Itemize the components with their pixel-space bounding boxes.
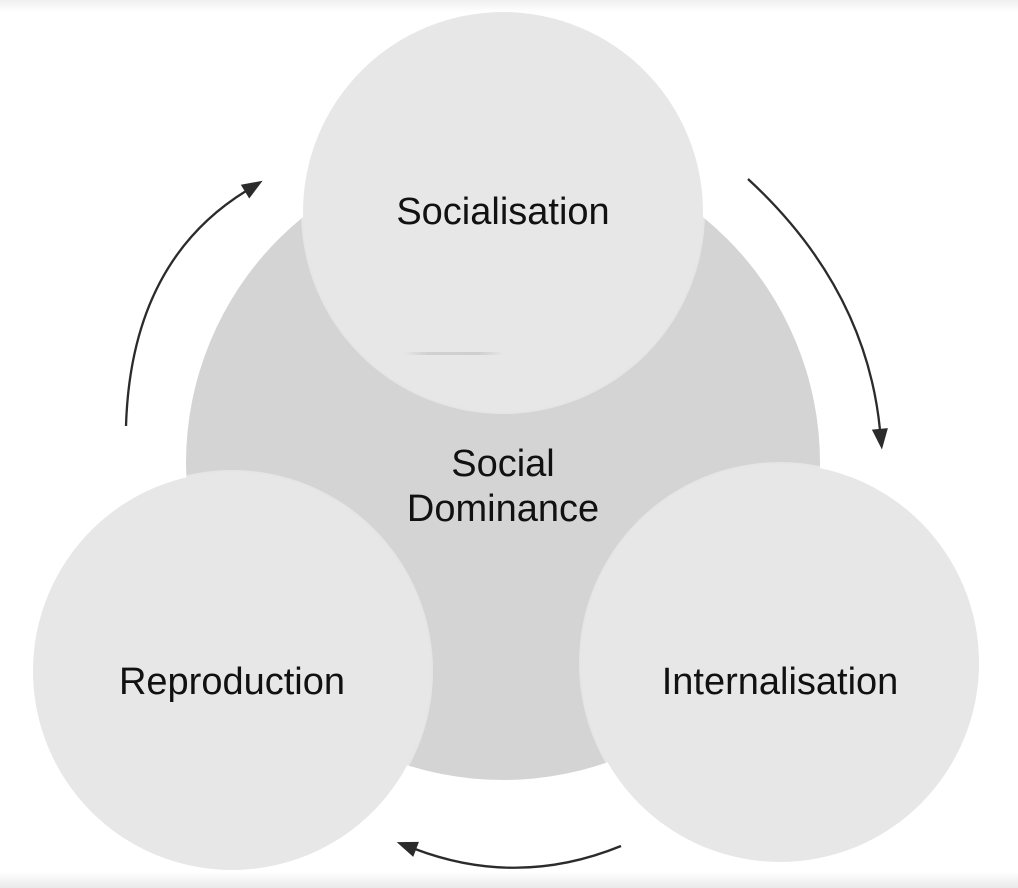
social-dominance-label-line1: Social bbox=[451, 443, 555, 485]
bottom-edge-shade bbox=[0, 872, 1018, 888]
reproduction-circle: Reproduction bbox=[33, 472, 431, 870]
socialisation-label: Socialisation bbox=[396, 190, 610, 233]
internalisation-circle: Internalisation bbox=[581, 464, 979, 862]
top-edge-shade bbox=[0, 0, 1018, 12]
social-dominance-label: Social Dominance bbox=[407, 442, 599, 532]
socialisation-circle: Socialisation bbox=[303, 12, 703, 412]
social-dominance-label-line2: Dominance bbox=[406, 488, 600, 530]
reproduction-label: Reproduction bbox=[118, 660, 346, 703]
arrow-internalisation-to-reproduction bbox=[396, 841, 622, 869]
internalisation-label: Internalisation bbox=[661, 660, 899, 703]
divider-line bbox=[403, 352, 504, 355]
